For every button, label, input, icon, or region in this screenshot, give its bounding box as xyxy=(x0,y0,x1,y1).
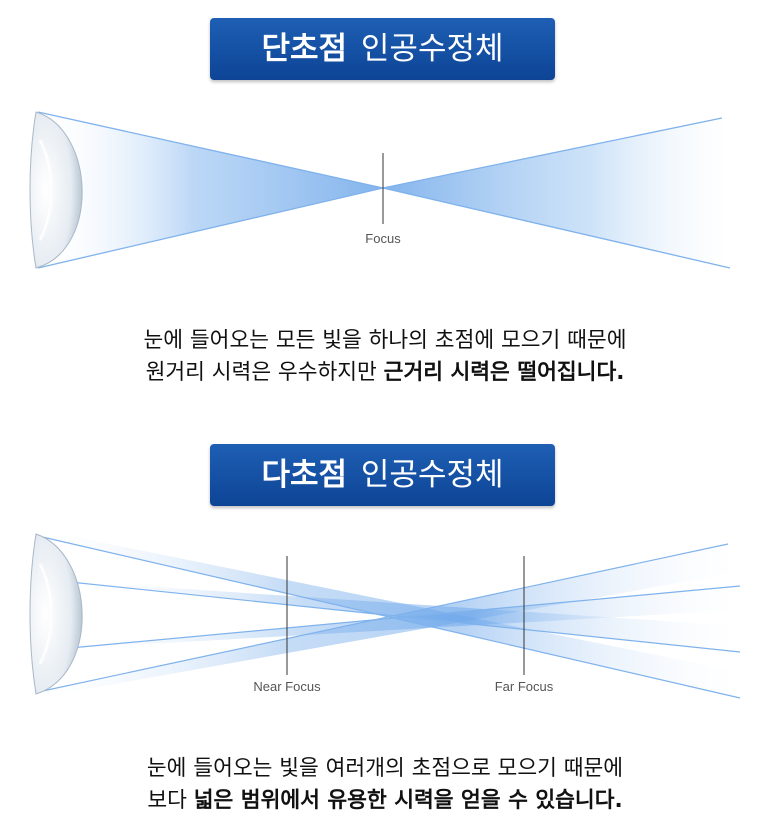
multifocal-title-badge: 다초점 인공수정체 xyxy=(210,444,555,506)
monofocal-description: 눈에 들어오는 모든 빛을 하나의 초점에 모으기 때문에 원거리 시력은 우수… xyxy=(0,325,770,389)
lens-shape xyxy=(29,111,83,269)
near-focus-label: Near Focus xyxy=(253,679,321,694)
outgoing-light-cone xyxy=(383,118,730,268)
multifocal-diagram: Near Focus Far Focus xyxy=(29,533,741,699)
multifocal-desc-line2-bold: 넓은 범위에서 유용한 시력을 얻을 수 있습니다. xyxy=(193,788,623,813)
incoming-light-cone xyxy=(38,112,383,268)
multifocal-title-bold: 다초점 xyxy=(261,457,348,493)
multifocal-desc-line2: 보다 넓은 범위에서 유용한 시력을 얻을 수 있습니다. xyxy=(0,785,770,817)
lens-shape-multifocal xyxy=(29,533,83,695)
monofocal-title-bold: 단초점 xyxy=(261,31,348,67)
edge-2 xyxy=(37,543,729,693)
beam-edge-bottom-left xyxy=(37,187,384,269)
beam-edge-top-left xyxy=(37,111,384,189)
far-focus-label: Far Focus xyxy=(495,679,554,694)
monofocal-desc-line2-plain: 원거리 시력은 우수하지만 xyxy=(145,360,384,385)
multifocal-description: 눈에 들어오는 빛을 여러개의 초점으로 모으기 때문에 보다 넓은 범위에서 … xyxy=(0,753,770,817)
monofocal-desc-line2-bold: 근거리 시력은 떨어집니다. xyxy=(383,360,625,385)
multifocal-desc-line1: 눈에 들어오는 빛을 여러개의 초점으로 모으기 때문에 xyxy=(146,756,624,781)
lens-highlight-multifocal xyxy=(38,563,53,665)
beam-edge-top-right xyxy=(382,117,723,189)
monofocal-diagram: Focus xyxy=(29,111,731,269)
focus-label: Focus xyxy=(365,231,401,246)
monofocal-title-badge: 단초점 인공수정체 xyxy=(210,18,555,80)
monofocal-title-light: 인공수정체 xyxy=(360,31,504,67)
lens-highlight xyxy=(38,139,53,241)
beam-edge-bottom-right xyxy=(382,187,731,269)
edge-4 xyxy=(69,585,741,649)
multifocal-title-light: 인공수정체 xyxy=(360,457,504,493)
monofocal-desc-line2: 원거리 시력은 우수하지만 근거리 시력은 떨어집니다. xyxy=(0,357,770,389)
monofocal-desc-line1: 눈에 들어오는 모든 빛을 하나의 초점에 모으기 때문에 xyxy=(143,328,627,353)
multifocal-desc-line2-plain: 보다 xyxy=(147,788,194,813)
